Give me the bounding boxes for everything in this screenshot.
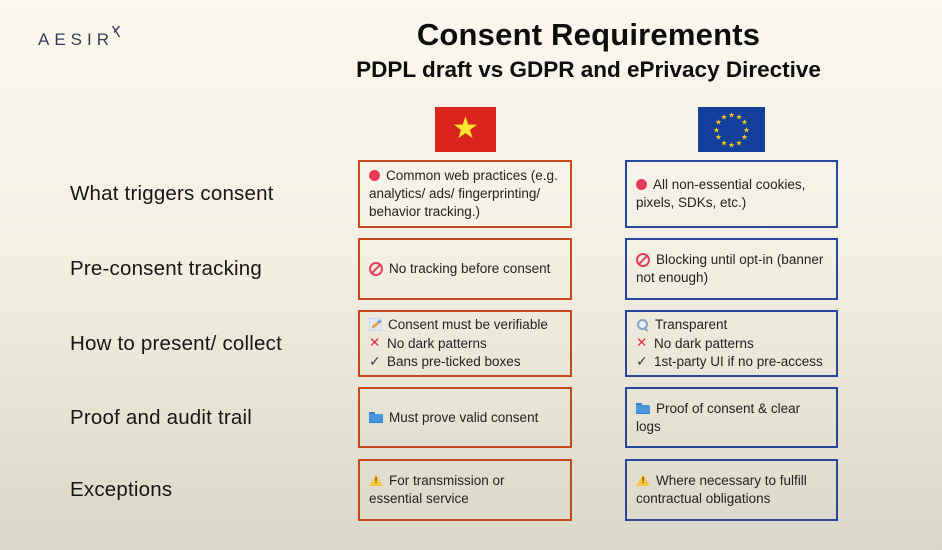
- eu-flag-icon: [698, 107, 765, 152]
- list-item: Proof of consent & clear logs: [636, 400, 801, 434]
- vn-cell: Common web practices (e.g. analytics/ ad…: [358, 160, 572, 228]
- red-dot-icon: [636, 179, 647, 191]
- vn-cell: No tracking before consent: [358, 238, 572, 300]
- row-label: How to present/ collect: [70, 331, 282, 355]
- magnifier-icon: [636, 318, 649, 331]
- no-entry-icon: [369, 262, 383, 277]
- memo-icon: [369, 317, 382, 331]
- header: Consent Requirements PDPL draft vs GDPR …: [235, 16, 942, 84]
- table-row: How to present/ collect Consent must be …: [0, 310, 942, 377]
- list-item: Consent must be verifiable: [369, 316, 561, 334]
- eu-cell: Transparent No dark patterns 1st-party U…: [625, 310, 838, 377]
- list-item: Common web practices (e.g. analytics/ ad…: [369, 168, 558, 219]
- no-entry-icon: [636, 253, 650, 268]
- row-label: Pre-consent tracking: [70, 257, 263, 280]
- list-item: For transmission or essential service: [369, 472, 561, 508]
- list-item: Must prove valid consent: [369, 409, 561, 427]
- red-x-icon: [369, 336, 381, 350]
- table-row: What triggers consent Common web practic…: [0, 160, 942, 228]
- row-label: Exceptions: [70, 478, 173, 501]
- check-icon: [369, 354, 381, 368]
- warning-icon: [369, 474, 383, 486]
- eu-cell: All non-essential cookies, pixels, SDKs,…: [625, 160, 838, 228]
- vn-cell: Consent must be verifiable No dark patte…: [358, 310, 572, 377]
- logo-mark-icon: [111, 25, 121, 38]
- vn-cell: Must prove valid consent: [358, 387, 572, 448]
- red-x-icon: [636, 336, 648, 350]
- list-item: Blocking until opt-in (banner not enough…: [636, 252, 824, 285]
- list-item: No dark patterns: [369, 335, 561, 353]
- folder-icon: [369, 411, 383, 424]
- list-item: Bans pre-ticked boxes: [369, 353, 561, 371]
- table-row: Exceptions For transmission or essential…: [0, 459, 942, 521]
- page-subtitle: PDPL draft vs GDPR and ePrivacy Directiv…: [356, 57, 821, 82]
- eu-cell: Proof of consent & clear logs: [625, 387, 838, 448]
- eu-cell: Where necessary to fulfill contractual o…: [625, 459, 838, 521]
- row-label: Proof and audit trail: [70, 405, 252, 429]
- red-dot-icon: [369, 170, 380, 182]
- folder-icon: [636, 402, 650, 415]
- list-item: No dark patterns: [636, 335, 827, 353]
- list-item: Transparent: [636, 316, 827, 334]
- list-item: No tracking before consent: [369, 260, 561, 278]
- row-label: What triggers consent: [70, 182, 274, 205]
- eu-cell: Blocking until opt-in (banner not enough…: [625, 238, 838, 300]
- check-icon: [636, 354, 648, 368]
- list-item: 1st-party UI if no pre-access: [636, 353, 827, 371]
- table-row: Pre-consent tracking No tracking before …: [0, 238, 942, 300]
- logo-text: AESIR: [38, 30, 115, 49]
- list-item: Where necessary to fulfill contractual o…: [636, 472, 827, 508]
- logo: AESIR: [38, 25, 124, 50]
- vn-cell: For transmission or essential service: [358, 459, 572, 521]
- list-item: All non-essential cookies, pixels, SDKs,…: [636, 177, 806, 210]
- page-title: Consent Requirements: [416, 17, 761, 52]
- vietnam-flag-icon: [435, 107, 496, 152]
- table-row: Proof and audit trail Must prove valid c…: [0, 387, 942, 448]
- warning-icon: [636, 474, 650, 486]
